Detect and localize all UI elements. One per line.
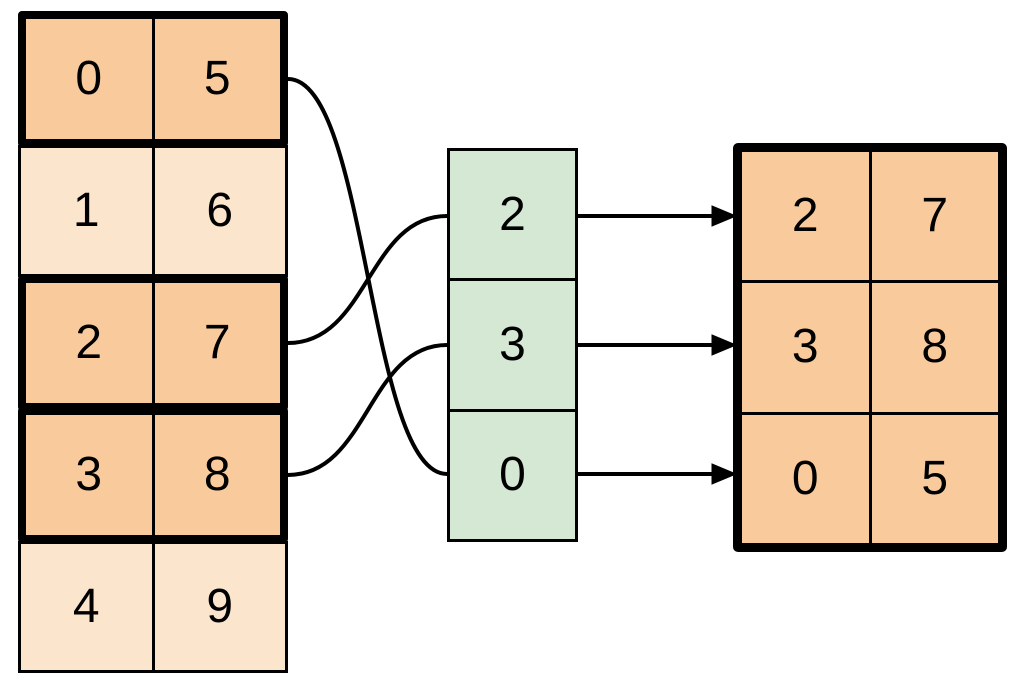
source-row-1: 1 6 [18,145,288,277]
source-cell-r4c1: 9 [151,544,285,670]
source-cell-r0c0: 0 [26,19,152,139]
source-cell-r1c0: 1 [21,148,152,274]
source-cell-r0c1: 5 [151,19,280,139]
source-table: 0 5 1 6 2 7 3 8 4 9 [18,11,288,673]
source-cell-r1c1: 6 [151,148,285,274]
arrow-index-cell-1-to-result-row-1 [576,334,738,356]
result-cell-r0c1: 7 [868,152,998,281]
source-cell-r4c0: 4 [21,544,152,670]
result-cell-r1c0: 3 [742,283,869,412]
index-cell-2: 0 [450,408,575,539]
arrow-index-cell-2-to-result-row-2 [576,463,738,485]
source-cell-r3c1: 8 [151,415,280,535]
result-table: 2 7 3 8 0 5 [733,143,1007,552]
curve-source-row-0-to-index-cell-2 [286,77,449,476]
source-cell-r3c0: 3 [26,415,152,535]
source-row-2: 2 7 [18,275,288,411]
arrow-index-cell-0-to-result-row-0 [576,205,738,227]
index-column: 2 3 0 [447,148,578,542]
curve-source-row-2-to-index-cell-0 [286,214,449,345]
index-cell-0: 2 [450,151,575,279]
source-cell-r2c0: 2 [26,283,152,403]
source-row-4: 4 9 [18,541,288,673]
result-cell-r2c0: 0 [742,414,869,543]
result-row-2: 0 5 [742,411,998,543]
result-cell-r2c1: 5 [868,414,998,543]
source-row-0: 0 5 [18,11,288,147]
source-row-3: 3 8 [18,407,288,543]
result-row-0: 2 7 [742,152,998,281]
result-cell-r0c0: 2 [742,152,869,281]
result-cell-r1c1: 8 [868,283,998,412]
source-cell-r2c1: 7 [151,283,280,403]
result-row-1: 3 8 [742,280,998,412]
curve-source-row-3-to-index-cell-1 [286,343,449,477]
index-cell-1: 3 [450,278,575,409]
